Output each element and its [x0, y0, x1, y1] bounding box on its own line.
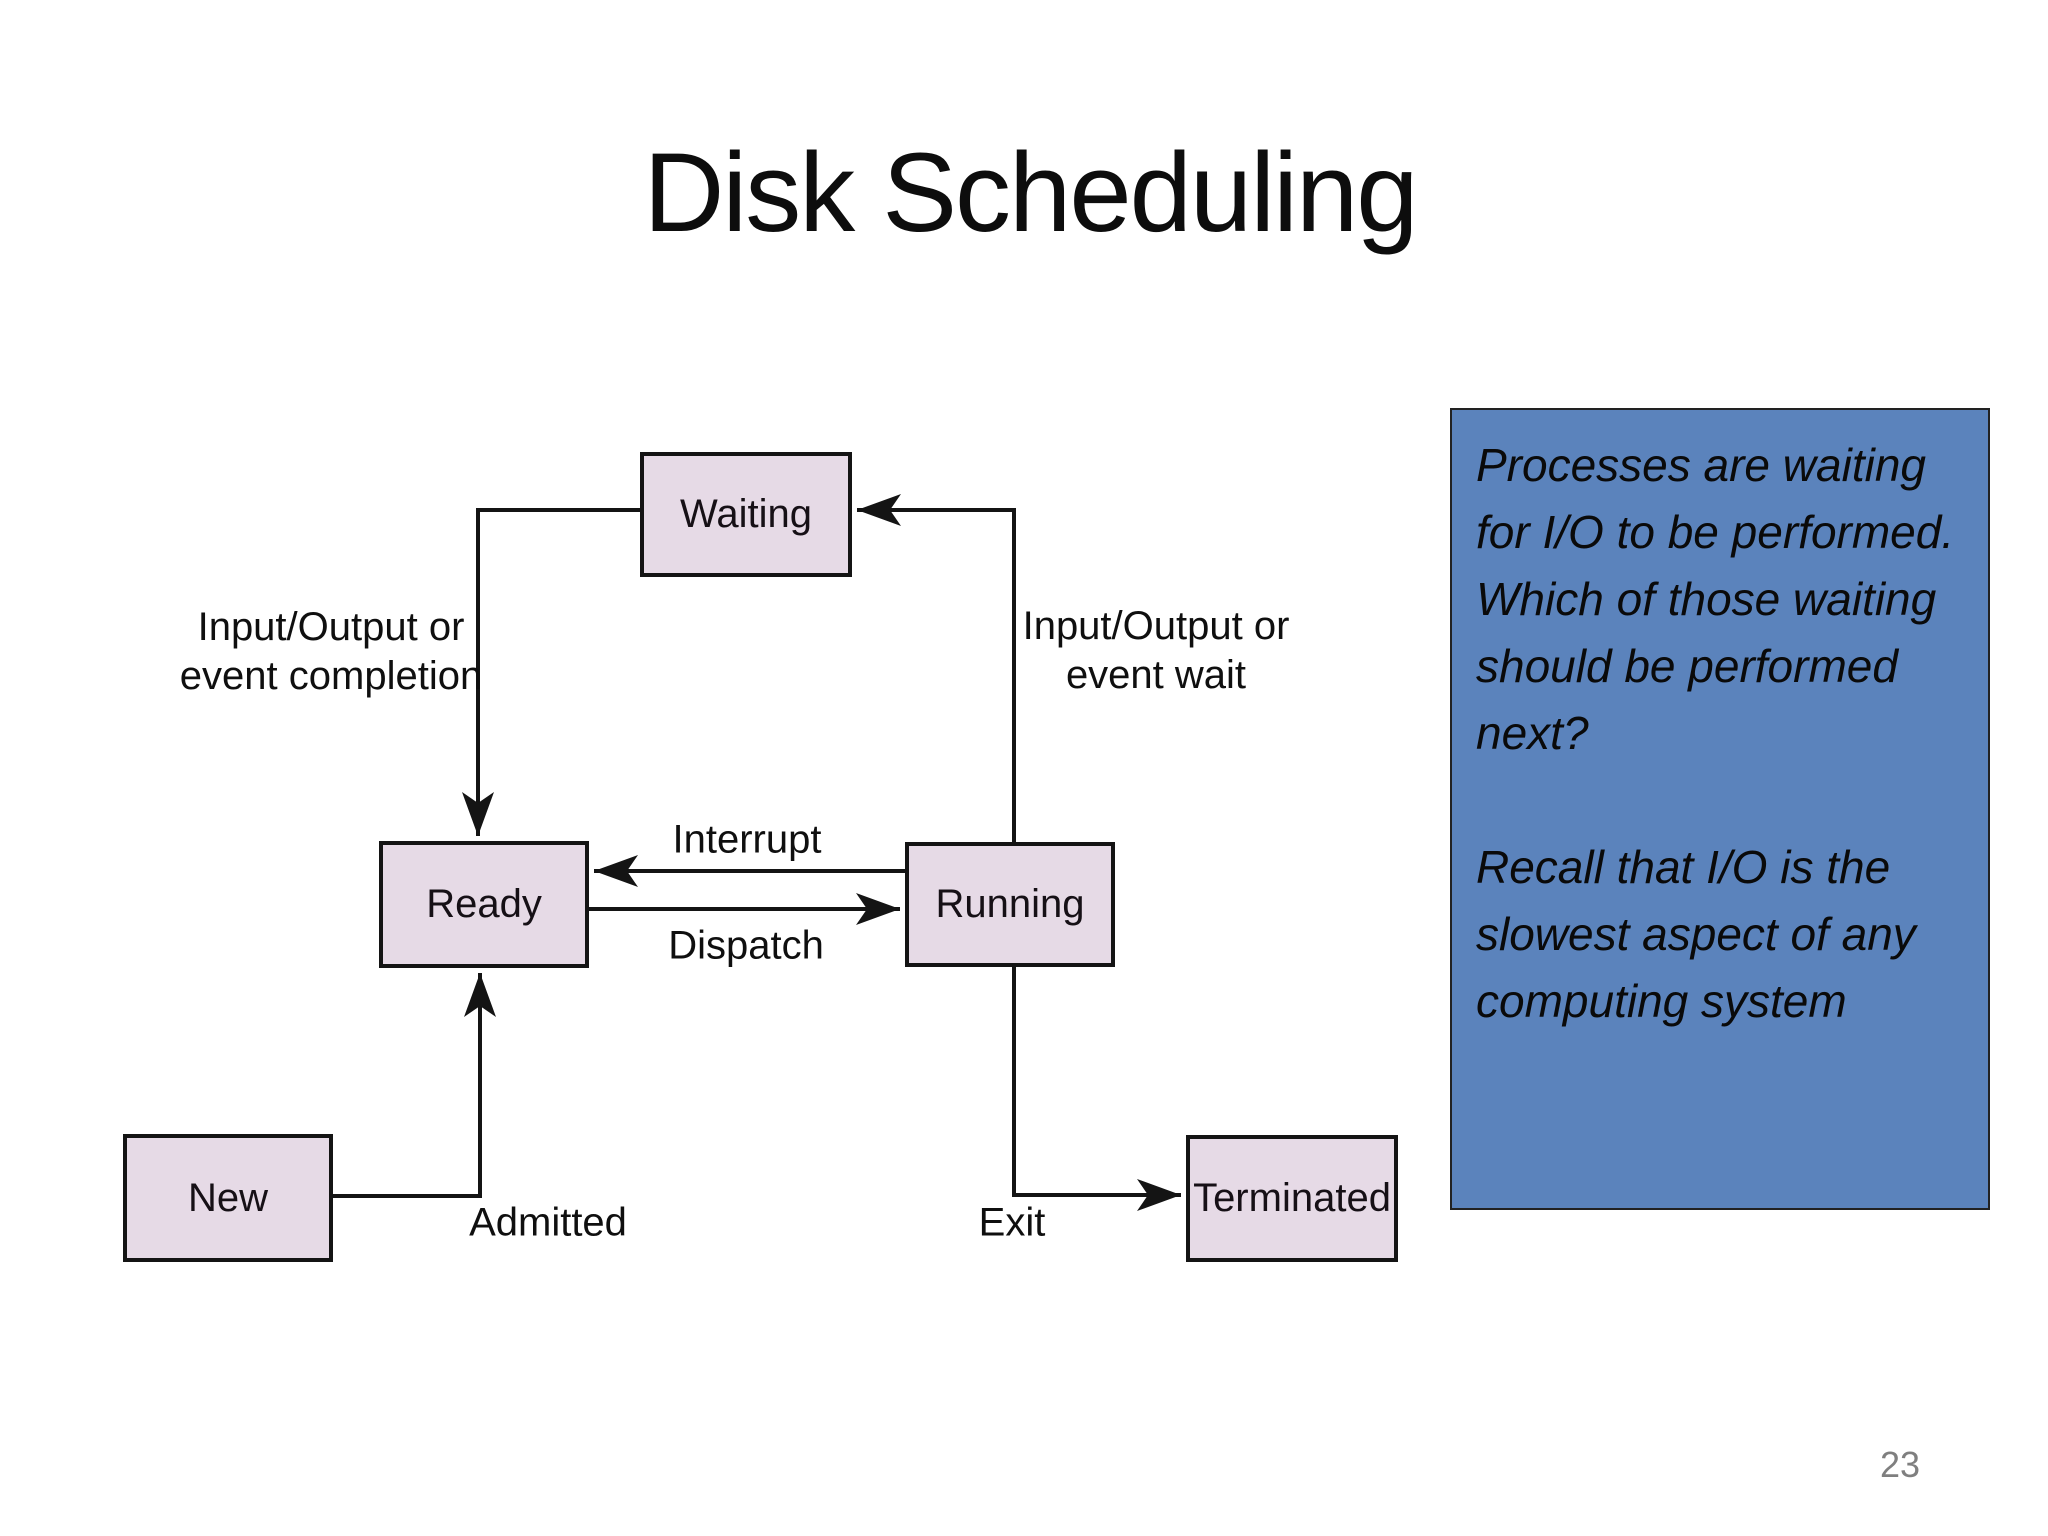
edge-label-interrupt: Interrupt: [672, 817, 822, 862]
state-node-label: Waiting: [680, 492, 812, 536]
state-node-label: Running: [935, 882, 1085, 926]
note-box: Processes are waiting for I/O to be perf…: [1450, 408, 1990, 1210]
state-node-waiting: Waiting: [640, 452, 852, 577]
edge-label-admitted: Admitted: [469, 1200, 627, 1245]
state-node-label: Ready: [426, 882, 542, 926]
page-number: 23: [1879, 1444, 1921, 1485]
edge-event-completion: [462, 508, 640, 836]
state-node-label: New: [187, 1175, 269, 1220]
state-node-ready: Ready: [379, 841, 589, 968]
state-node-running: Running: [905, 842, 1115, 967]
edge-event-wait: [857, 494, 1016, 842]
edge-label-event-completion: Input/Output or event completion: [180, 603, 482, 701]
edge-label-line: Input/Output or: [197, 605, 465, 649]
edge-label-line: event wait: [1065, 653, 1247, 697]
edge-label-event-wait: Input/Output or event wait: [1023, 602, 1290, 700]
state-node-label: Terminated: [1193, 1176, 1391, 1220]
edge-label-line: Input/Output or: [1022, 604, 1290, 648]
edge-label-dispatch: Dispatch: [668, 923, 824, 968]
edge-admitted: [333, 973, 496, 1198]
page-title: Disk Scheduling: [643, 130, 1418, 255]
edge-label-line: event completion: [179, 654, 483, 698]
edge-exit: [1012, 967, 1181, 1211]
state-node-terminated: Terminated: [1186, 1135, 1398, 1262]
state-node-new: New: [123, 1134, 333, 1262]
note-paragraph-2: Recall that I/O is the slowest aspect of…: [1476, 841, 1916, 1027]
note-paragraph-1: Processes are waiting for I/O to be perf…: [1476, 439, 1955, 759]
edge-label-exit: Exit: [978, 1200, 1046, 1245]
